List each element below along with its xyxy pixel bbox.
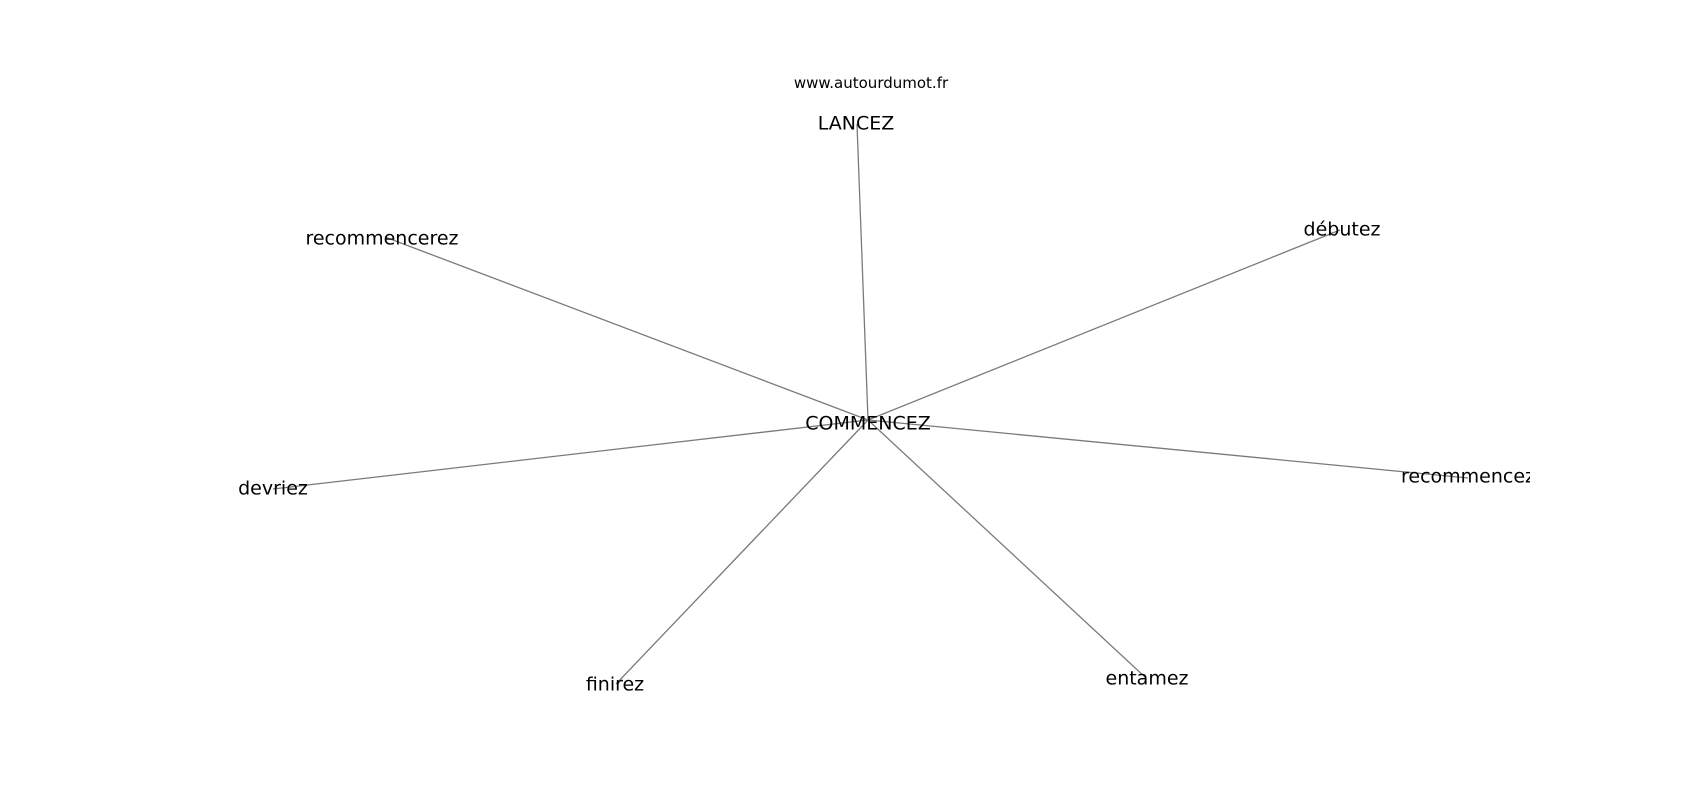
- source-url: www.autourdumot.fr: [794, 74, 949, 92]
- edge-recommencerez: [384, 236, 869, 421]
- node-label-entamez: entamez: [1106, 668, 1189, 690]
- node-label-lancez: LANCEZ: [818, 113, 895, 135]
- node-label-recommencerez: recommencerez: [305, 228, 458, 250]
- edge-finirez: [615, 419, 869, 685]
- edge-entamez: [867, 419, 1147, 679]
- center-node-label: COMMENCEZ: [805, 413, 931, 435]
- edge-debutez: [867, 229, 1341, 421]
- edge-recommencez: [867, 419, 1469, 479]
- node-label-devriez: devriez: [238, 478, 308, 500]
- node-label-debutez: débutez: [1304, 219, 1381, 241]
- node-label-finirez: finirez: [586, 674, 644, 696]
- edge-lancez: [856, 123, 869, 421]
- edge-devriez: [272, 419, 869, 490]
- edges: [272, 123, 1469, 685]
- node-label-recommencez: recommencez: [1401, 466, 1535, 488]
